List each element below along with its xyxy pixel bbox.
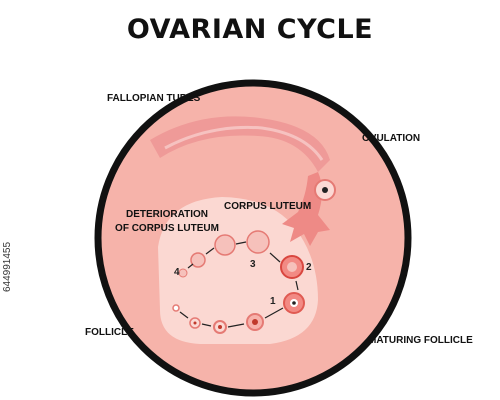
label-follicle: FOLLICLE xyxy=(85,327,134,338)
label-deterioration-line1: DETERIORATION xyxy=(125,209,209,220)
label-ovulation: OVULATION xyxy=(362,133,421,144)
follicle-stages xyxy=(172,230,305,334)
label-corpus-luteum: CORPUS LUTEUM xyxy=(224,201,312,212)
cycle-arrows xyxy=(179,241,299,328)
ovary-body xyxy=(158,197,318,344)
step-number-3: 3 xyxy=(250,259,256,270)
step-number-1: 1 xyxy=(270,296,276,307)
step-number-2: 2 xyxy=(306,262,312,273)
stock-id: 644991455 xyxy=(2,241,13,292)
label-deterioration-line2: OF CORPUS LUTEUM xyxy=(115,223,219,234)
diagram-title: OVARIAN CYCLE xyxy=(126,14,374,45)
label-maturing-follicle: MATURING FOLLICLE xyxy=(368,335,473,346)
label-deterioration: DETERIORATION OF CORPUS LUTEUM xyxy=(115,208,219,236)
fallopian-tube xyxy=(150,116,330,172)
fallopian-tube-inner xyxy=(164,125,324,161)
label-fallopian-tubes: FALLOPIAN TUBES xyxy=(107,93,201,104)
step-number-4: 4 xyxy=(174,267,180,278)
